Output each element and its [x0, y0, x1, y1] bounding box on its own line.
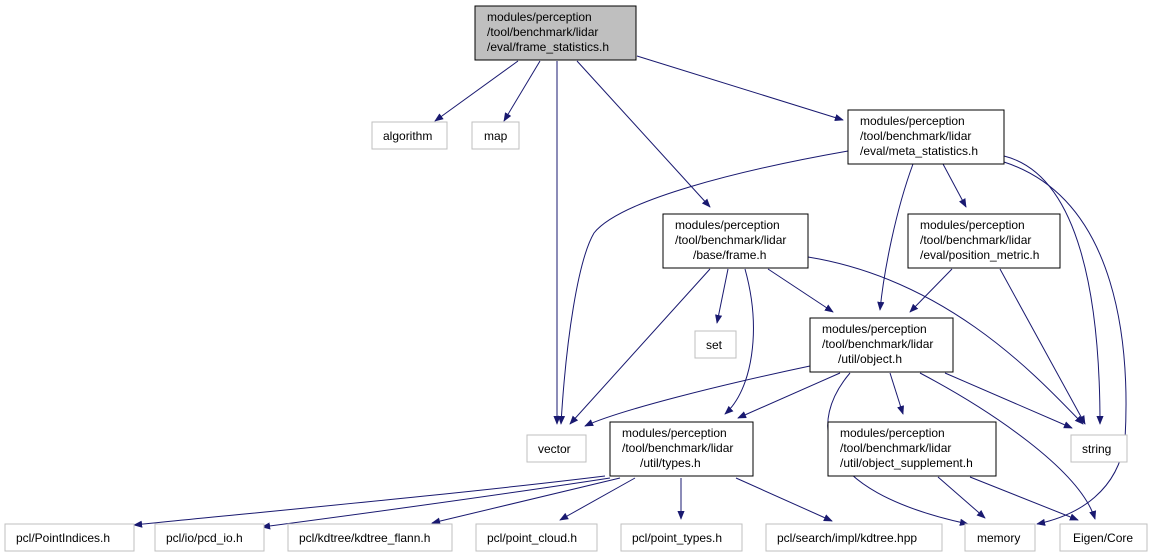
svg-text:/eval/frame_statistics.h: /eval/frame_statistics.h [487, 40, 609, 54]
edge-object-to-string [944, 372, 1073, 429]
svg-text:modules/perception: modules/perception [860, 114, 965, 128]
edge-position-metric-to-object [909, 268, 953, 313]
svg-text:modules/perception: modules/perception [840, 426, 945, 440]
node-point-cloud: pcl/point_cloud.h [475, 523, 598, 552]
node-object-supplement[interactable]: modules/perception /tool/benchmark/lidar… [827, 421, 997, 477]
edge-meta-statistics-to-position-metric [942, 163, 967, 208]
node-vector: vector [526, 434, 587, 463]
svg-text:/util/types.h: /util/types.h [640, 456, 701, 470]
svg-text:set: set [706, 338, 723, 352]
node-object[interactable]: modules/perception /tool/benchmark/lidar… [809, 317, 954, 373]
edge-frame-statistics-to-frame [576, 60, 711, 208]
svg-text:/util/object_supplement.h: /util/object_supplement.h [840, 456, 973, 470]
svg-text:/tool/benchmark/lidar: /tool/benchmark/lidar [622, 441, 733, 455]
edge-types-to-kdtree-flann [431, 477, 621, 525]
svg-text:/util/object.h: /util/object.h [838, 352, 902, 366]
svg-text:map: map [484, 129, 508, 143]
svg-text:/tool/benchmark/lidar: /tool/benchmark/lidar [860, 129, 971, 143]
node-pcd-io: pcl/io/pcd_io.h [154, 523, 265, 552]
svg-text:/tool/benchmark/lidar: /tool/benchmark/lidar [920, 233, 1031, 247]
edge-object-supplement-to-eigen-core [969, 476, 1079, 521]
edges [133, 55, 1127, 530]
edge-frame-statistics-to-meta-statistics [636, 55, 844, 122]
svg-text:pcl/point_cloud.h: pcl/point_cloud.h [487, 531, 577, 545]
svg-text:/tool/benchmark/lidar: /tool/benchmark/lidar [675, 233, 786, 247]
edge-object-to-eigen-core [919, 372, 1097, 520]
edge-frame-to-set [715, 268, 729, 324]
node-algorithm: algorithm [371, 121, 448, 150]
svg-text:pcl/PointIndices.h: pcl/PointIndices.h [16, 531, 110, 545]
edge-frame-to-string [807, 256, 1084, 425]
svg-text:modules/perception: modules/perception [622, 426, 727, 440]
svg-text:pcl/kdtree/kdtree_flann.h: pcl/kdtree/kdtree_flann.h [299, 531, 430, 545]
edge-position-metric-to-string [999, 268, 1086, 425]
node-kdtree-hpp: pcl/search/impl/kdtree.hpp [765, 523, 943, 552]
svg-text:modules/perception: modules/perception [675, 218, 780, 232]
node-map: map [471, 121, 520, 150]
edge-frame-statistics-to-map [503, 60, 541, 122]
svg-text:memory: memory [977, 531, 1020, 545]
edge-meta-statistics-to-object [877, 163, 914, 311]
edge-types-to-point-indices [133, 475, 606, 528]
edge-frame-statistics-to-algorithm [434, 60, 519, 122]
svg-text:/tool/benchmark/lidar: /tool/benchmark/lidar [840, 441, 951, 455]
svg-text:pcl/search/impl/kdtree.hpp: pcl/search/impl/kdtree.hpp [777, 531, 917, 545]
node-point-indices: pcl/PointIndices.h [4, 523, 135, 552]
edge-types-to-pcd-io [261, 477, 611, 530]
node-eigen-core: Eigen/Core [1059, 523, 1148, 552]
edge-meta-statistics-to-memory [1003, 161, 1127, 526]
svg-text:/eval/meta_statistics.h: /eval/meta_statistics.h [860, 144, 978, 158]
edge-object-to-vector [584, 365, 811, 427]
svg-text:vector: vector [538, 442, 571, 456]
edge-object-to-types [737, 372, 841, 419]
edge-types-to-kdtree-hpp [735, 477, 833, 522]
svg-text:Eigen/Core: Eigen/Core [1073, 531, 1133, 545]
svg-text:/tool/benchmark/lidar: /tool/benchmark/lidar [822, 337, 933, 351]
node-frame[interactable]: modules/perception /tool/benchmark/lidar… [662, 213, 809, 269]
node-types[interactable]: modules/perception /tool/benchmark/lidar… [609, 421, 754, 477]
edge-object-supplement-to-memory [937, 476, 986, 519]
svg-text:string: string [1082, 442, 1111, 456]
node-memory: memory [964, 523, 1036, 552]
node-set: set [694, 330, 737, 359]
svg-text:modules/perception: modules/perception [822, 322, 927, 336]
svg-text:/base/frame.h: /base/frame.h [693, 248, 766, 262]
edge-frame-to-types [724, 268, 754, 415]
node-meta-statistics[interactable]: modules/perception /tool/benchmark/lidar… [847, 109, 1005, 165]
svg-text:pcl/point_types.h: pcl/point_types.h [632, 531, 722, 545]
node-point-types: pcl/point_types.h [620, 523, 743, 552]
edge-object-to-object-supplement [889, 372, 904, 415]
node-position-metric[interactable]: modules/perception /tool/benchmark/lidar… [907, 213, 1061, 269]
svg-text:modules/perception: modules/perception [920, 218, 1025, 232]
svg-text:/eval/position_metric.h: /eval/position_metric.h [920, 248, 1039, 262]
svg-text:pcl/io/pcd_io.h: pcl/io/pcd_io.h [166, 531, 243, 545]
edge-frame-to-vector [569, 268, 711, 425]
edge-types-to-point-cloud [559, 477, 636, 521]
svg-text:algorithm: algorithm [383, 129, 432, 143]
node-string: string [1070, 434, 1128, 463]
node-frame-statistics[interactable]: modules/perception /tool/benchmark/lidar… [474, 5, 637, 61]
svg-text:modules/perception: modules/perception [487, 10, 592, 24]
edge-meta-statistics-to-vector [557, 150, 849, 425]
node-kdtree-flann: pcl/kdtree/kdtree_flann.h [287, 523, 453, 552]
edge-meta-statistics-to-string [1003, 155, 1104, 425]
svg-text:/tool/benchmark/lidar: /tool/benchmark/lidar [487, 25, 598, 39]
edge-frame-to-object [767, 268, 834, 313]
